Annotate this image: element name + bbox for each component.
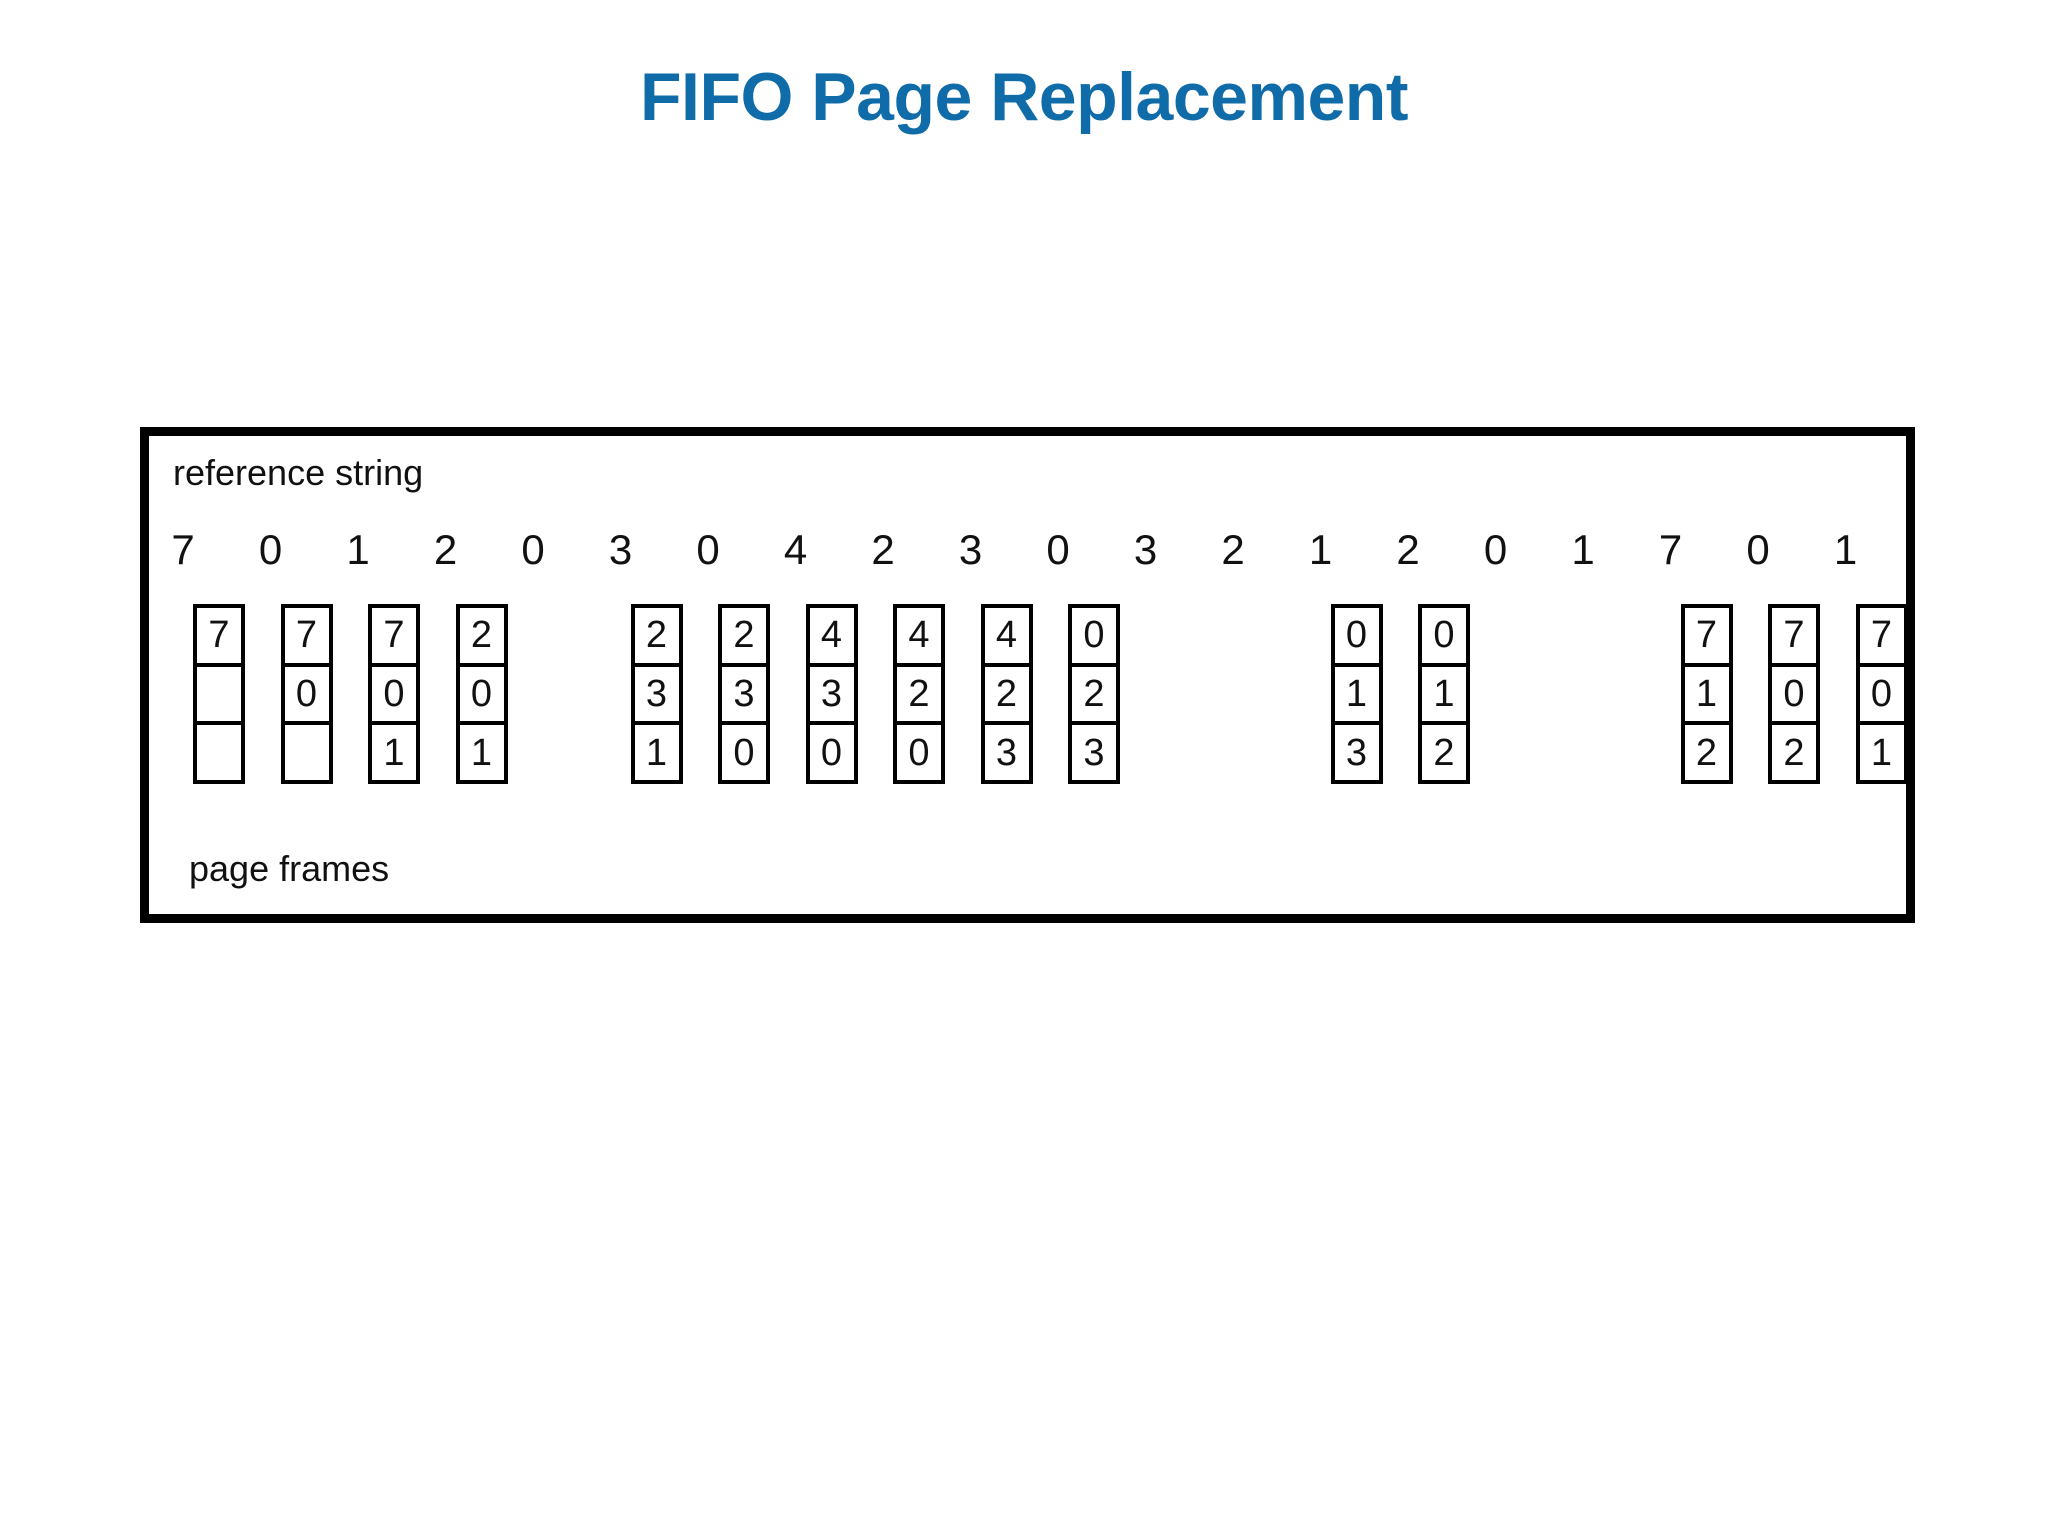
page-frame-cell: 2 [645,614,668,657]
page-frame-cell: 2 [1072,662,1116,722]
page-frame-cell: 1 [1334,662,1379,722]
reference-string-digit: 1 [1833,526,1858,573]
reference-string-digit: 0 [1046,526,1070,573]
page-frame-cell: 3 [722,662,766,722]
reference-string-label: reference string [173,452,424,493]
reference-string-digit: 0 [1746,526,1770,573]
reference-string-digit: 1 [346,526,370,573]
page-frame-cell: 4 [820,614,843,657]
page-frame-cell: 0 [1345,614,1368,657]
reference-string-digit: 4 [783,526,808,573]
reference-string-digit: 3 [1133,526,1158,573]
page-frame-cell [284,721,329,780]
page-frame-cell [197,721,241,780]
page-frame-cell: 2 [1422,721,1466,780]
page-title: FIFO Page Replacement [640,59,1408,135]
page-frame-cell: 1 [372,721,416,780]
page-frame-cell: 2 [1772,721,1816,780]
page-frame-cell: 0 [1859,662,1904,722]
page-frame-cell: 2 [984,662,1029,722]
page-frame-cell: 0 [809,721,854,780]
page-frame-cell: 2 [1684,721,1729,780]
page-frame-cell: 0 [1772,662,1816,722]
reference-string-digit: 7 [1658,526,1683,573]
page-frame-cell: 1 [634,721,679,780]
reference-string-digit: 2 [433,526,458,573]
page-frame-cell: 0 [372,662,416,722]
page-frame-cell: 7 [1870,614,1893,657]
reference-string-digit: 2 [871,526,895,573]
page-frame-cell: 2 [733,614,755,657]
reference-string-digit: 7 [171,526,195,573]
reference-string-digit: 0 [696,526,720,573]
page-frame-cell: 1 [1684,662,1729,722]
page-frame-cell: 0 [897,721,941,780]
page-frame-cell: 4 [908,614,930,657]
page-frame-cell: 3 [634,662,679,722]
page-frame-cell: 0 [1083,614,1105,657]
reference-string-digit: 3 [958,526,983,573]
page-frame-cell: 1 [1422,662,1466,722]
page-frame-cell [197,662,241,722]
page-frame-cell: 7 [383,614,405,657]
page-frame-cell: 3 [984,721,1029,780]
page-frame-cell: 7 [1695,614,1718,657]
page-frame-cell: 3 [1072,721,1116,780]
reference-string-digit: 0 [521,526,545,573]
reference-string-digit: 1 [1308,526,1333,573]
page-frame-cell: 7 [1783,614,1805,657]
page-frame-cell: 0 [722,721,766,780]
reference-string-digit: 0 [1483,526,1508,573]
page-frame-cell: 4 [995,614,1018,657]
reference-string-row: 7 0 1 2 0 3 0 4 2 3 0 3 2 1 2 0 1 7 0 1 [149,524,1906,582]
reference-string-digit: 0 [258,526,283,573]
reference-string-digit: 3 [608,526,633,573]
page-frame-cell: 1 [459,721,504,780]
page-frames-label: page frames [189,848,390,889]
page-frame-cell: 3 [1334,721,1379,780]
page-frame-cell: 7 [208,614,230,657]
page-frame-cell: 2 [470,614,493,657]
page-frame-cell: 3 [809,662,854,722]
page-frame-cell: 7 [295,614,318,657]
page-frame-cell: 1 [1859,721,1904,780]
page-frame-cell: 2 [897,662,941,722]
reference-string-digit: 2 [1396,526,1420,573]
reference-string-digit: 1 [1571,526,1595,573]
page-frame-cell: 0 [1433,614,1455,657]
page-frame-column: 7 [193,604,245,784]
page-frame-cell: 0 [284,662,329,722]
reference-string-digit: 2 [1221,526,1245,573]
page-frame-cell: 0 [459,662,504,722]
